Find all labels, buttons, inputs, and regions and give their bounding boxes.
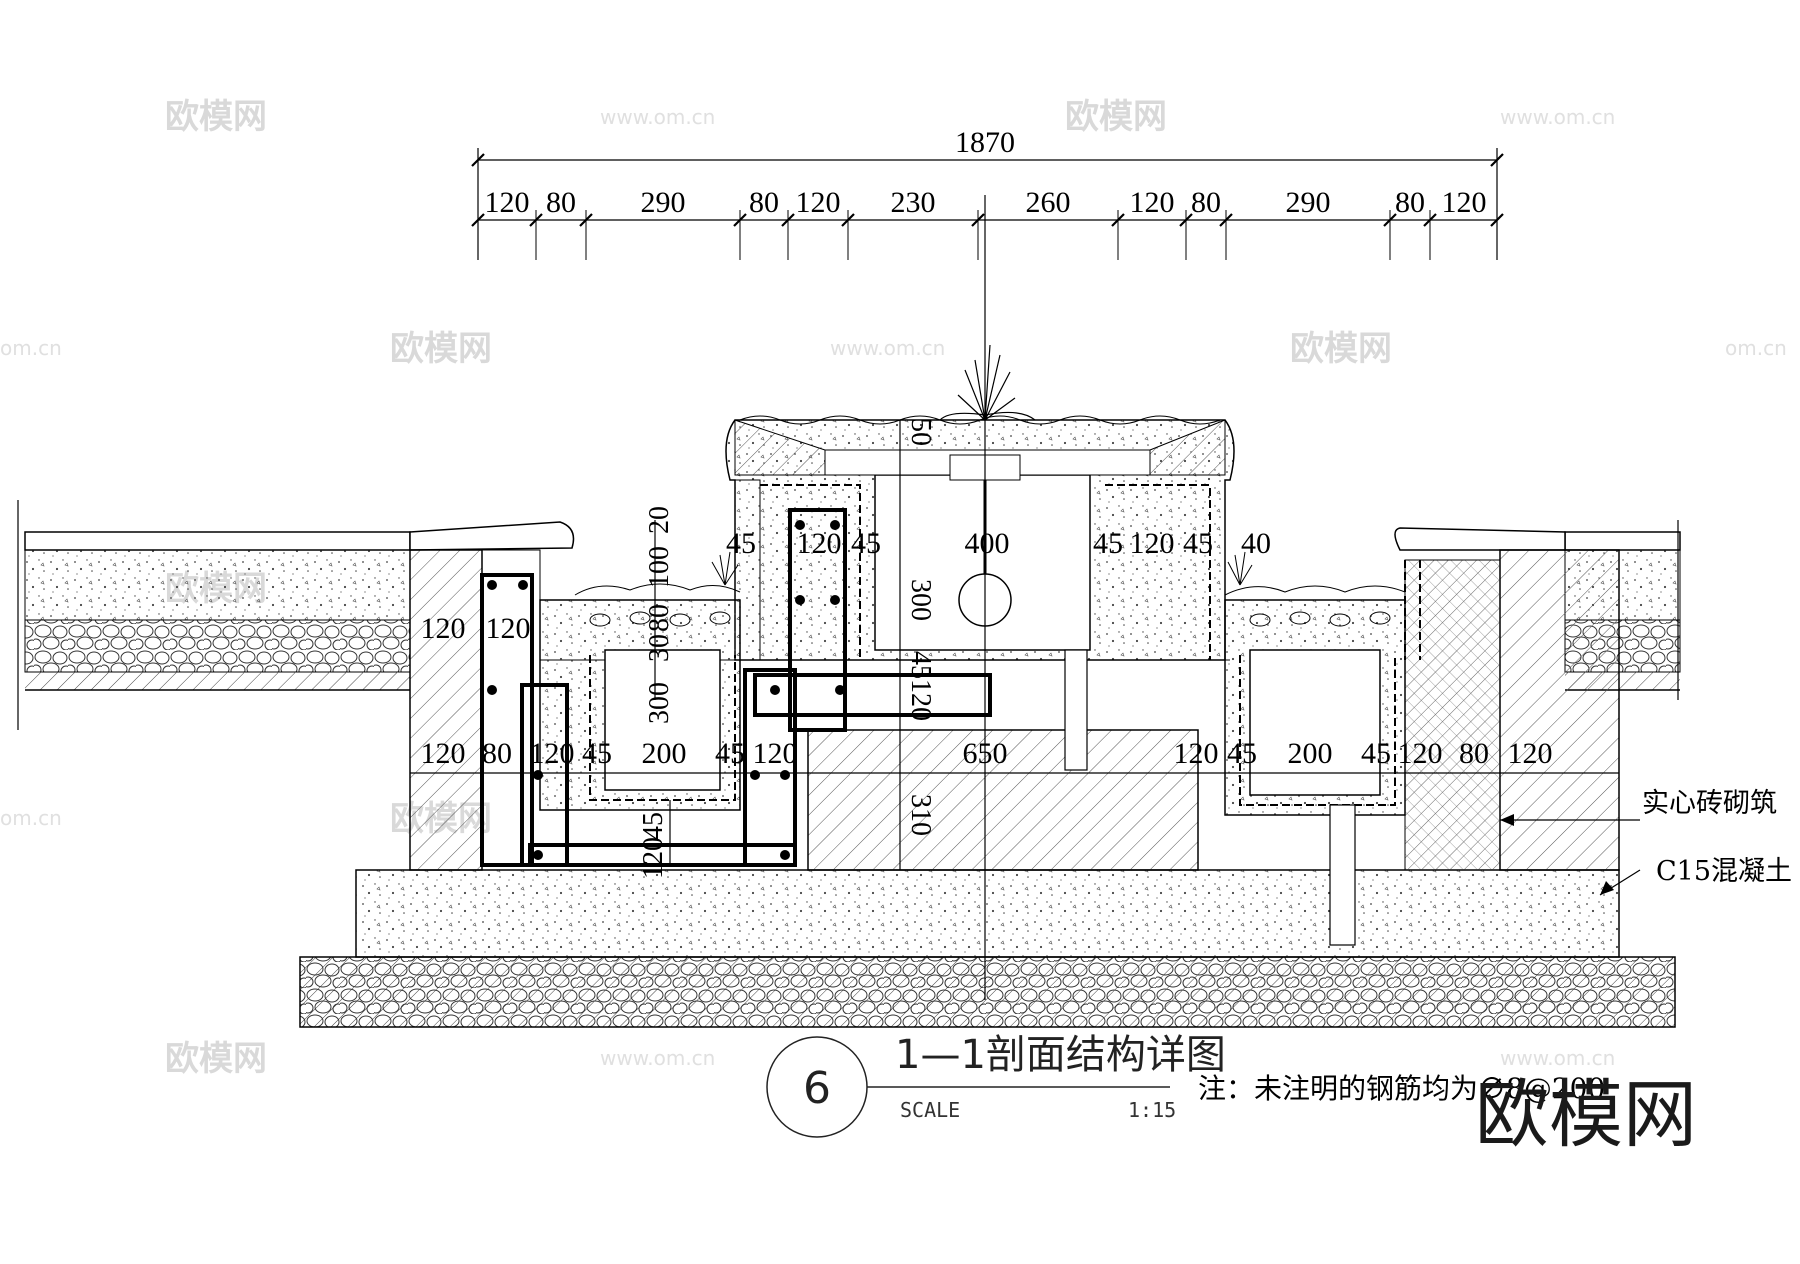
watermark-url: om.cn xyxy=(0,806,62,830)
center-brick-block xyxy=(807,729,1199,871)
dim-upper: 400 xyxy=(965,527,1010,560)
dim-upper: 120 xyxy=(1130,527,1175,560)
dim-mid: 45 xyxy=(715,737,745,770)
right-gutter xyxy=(1224,480,1421,946)
watermark-url: www.om.cn xyxy=(600,1046,715,1070)
brick-walls xyxy=(409,549,1620,871)
central-planter xyxy=(725,344,1235,771)
left-gutter xyxy=(480,479,992,867)
foundation xyxy=(299,869,1676,1028)
dim-top: 80 xyxy=(1395,186,1425,219)
dim-vertical: 310 xyxy=(905,794,936,836)
scale-value: 1:15 xyxy=(1128,1098,1176,1122)
left-outer-wall xyxy=(409,549,483,871)
dim-top: 290 xyxy=(1286,186,1331,219)
dim-top: 120 xyxy=(1130,186,1175,219)
dim-mid: 200 xyxy=(642,737,687,770)
rebar-cage xyxy=(480,508,992,867)
dim-left-wall: 120 xyxy=(486,612,531,645)
dim-vertical: 20 xyxy=(644,506,675,534)
dim-overall: 1870 xyxy=(955,126,1015,159)
dim-mid: 120 xyxy=(753,737,798,770)
plant-icon xyxy=(939,344,1036,421)
dim-mid: 120 xyxy=(421,737,466,770)
watermark-brand: 欧模网 xyxy=(1065,97,1167,137)
dimension-lines xyxy=(17,148,1679,896)
dimension-ticks xyxy=(471,153,1504,260)
dim-mid: 120 xyxy=(1174,737,1219,770)
drawing-title: 1—1剖面结构详图 xyxy=(895,1032,1226,1078)
dim-top: 80 xyxy=(749,186,779,219)
dim-vertical: 50 xyxy=(905,418,936,446)
grass-icon xyxy=(711,551,739,586)
dim-vertical: 100 xyxy=(644,546,675,588)
pavement-left xyxy=(24,521,575,691)
dim-vertical: 80 xyxy=(644,604,675,632)
dim-mid: 45 xyxy=(582,737,612,770)
corner-watermark: 欧模网 xyxy=(1475,1072,1697,1158)
dim-vertical: 120 xyxy=(638,837,669,879)
label-solid-brick: 实心砖砌筑 xyxy=(1642,788,1777,819)
dim-vertical: 300 xyxy=(644,682,675,724)
dim-upper: 45 xyxy=(726,527,756,560)
watermark-brand: 欧模网 xyxy=(165,1039,267,1079)
dim-mid: 120 xyxy=(1508,737,1553,770)
rebar-note: 注：未注明的钢筋均为∅8@200 xyxy=(1198,1072,1605,1105)
watermark-url: om.cn xyxy=(0,336,62,360)
dim-top: 120 xyxy=(796,186,841,219)
gravel-bed xyxy=(299,956,1676,1028)
dim-vertical: 45 xyxy=(905,651,936,679)
dim-mid: 80 xyxy=(1459,737,1489,770)
dim-mid: 120 xyxy=(1398,737,1443,770)
dim-top: 80 xyxy=(546,186,576,219)
dim-mid: 200 xyxy=(1288,737,1333,770)
watermark-brand: 欧模网 xyxy=(165,97,267,137)
watermark-brand: 欧模网 xyxy=(390,329,492,369)
dim-top: 120 xyxy=(1442,186,1487,219)
material-labels: 实心砖砌筑 C15混凝土 xyxy=(1500,788,1792,895)
dim-upper: 45 xyxy=(1093,527,1123,560)
dim-vertical: 30 xyxy=(644,634,675,662)
dim-mid: 120 xyxy=(530,737,575,770)
dim-left-wall: 120 xyxy=(421,612,466,645)
dim-mid: 80 xyxy=(482,737,512,770)
dim-upper: 45 xyxy=(1183,527,1213,560)
dim-top: 260 xyxy=(1026,186,1071,219)
watermark-brand: 欧模网 xyxy=(1290,329,1392,369)
watermark-url: www.om.cn xyxy=(1500,105,1615,129)
c15-concrete-slab xyxy=(355,869,1620,958)
watermark-url: om.cn xyxy=(1725,336,1787,360)
dimension-tick xyxy=(1490,153,1504,167)
dim-vertical: 120 xyxy=(905,679,936,721)
watermark-url: www.om.cn xyxy=(600,105,715,129)
watermark-url: www.om.cn xyxy=(830,336,945,360)
dim-vertical: 45 xyxy=(638,812,669,840)
dim-top: 120 xyxy=(485,186,530,219)
dim-mid: 45 xyxy=(1227,737,1257,770)
right-outer-wall xyxy=(1499,549,1620,871)
dim-top: 80 xyxy=(1191,186,1221,219)
dim-upper: 40 xyxy=(1241,527,1271,560)
dim-mid: 650 xyxy=(963,737,1008,770)
watermark-url: www.om.cn xyxy=(1500,1046,1615,1070)
dim-top: 290 xyxy=(641,186,686,219)
title-block: 6 1—1剖面结构详图 SCALE 1:15 注：未注明的钢筋均为∅8@200 xyxy=(766,1032,1605,1138)
dim-upper: 120 xyxy=(797,527,842,560)
dim-upper: 45 xyxy=(851,527,881,560)
detail-number: 6 xyxy=(803,1063,831,1114)
dimension-tick xyxy=(471,153,485,167)
scale-label: SCALE xyxy=(900,1098,960,1122)
dim-top: 230 xyxy=(891,186,936,219)
grass-icon xyxy=(1227,551,1253,586)
dimension-texts: 1870 120 80 290 80 120 230 260 120 80 29… xyxy=(421,126,1553,879)
dim-vertical: 300 xyxy=(905,579,936,621)
dim-mid: 45 xyxy=(1361,737,1391,770)
label-c15-concrete: C15混凝土 xyxy=(1656,856,1792,887)
